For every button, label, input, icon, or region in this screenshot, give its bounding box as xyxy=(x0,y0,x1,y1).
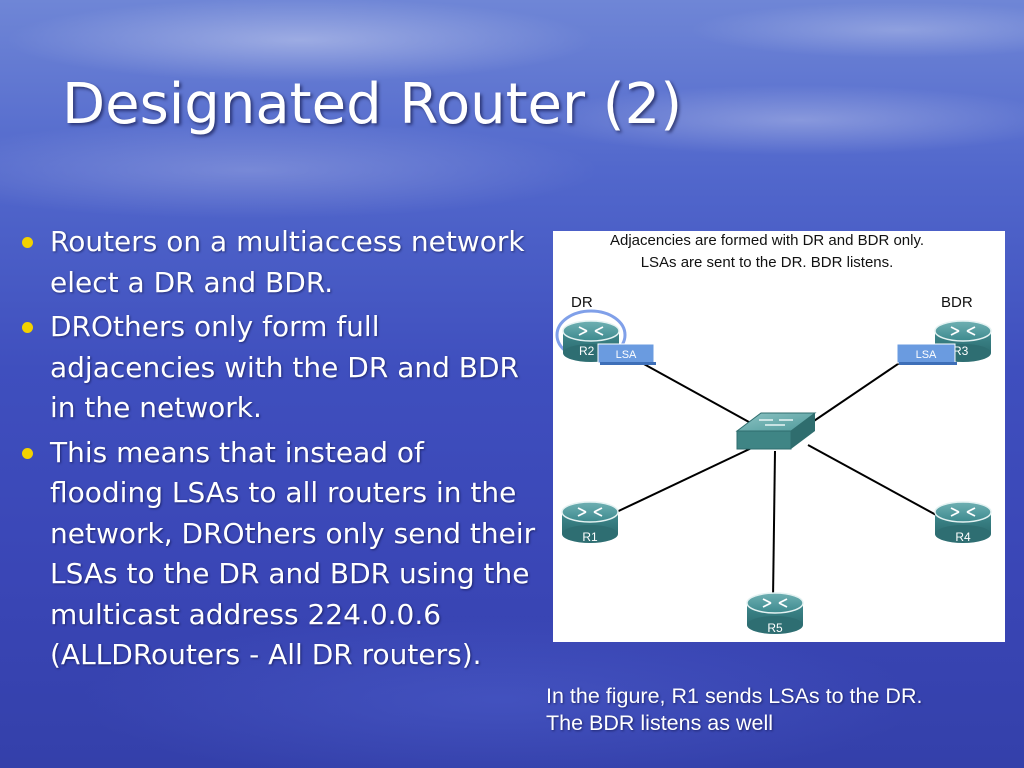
bullet-dot-icon xyxy=(22,322,33,333)
lsa-envelope-icon-right: LSA xyxy=(896,343,957,365)
router-r2-label: R2 xyxy=(579,344,595,358)
bullet-list: Routers on a multiaccess network elect a… xyxy=(18,222,538,680)
figure-caption: In the figure, R1 sends LSAs to the DR. … xyxy=(546,683,1016,737)
router-r4-icon: R4 xyxy=(934,501,992,544)
link-r5-switch xyxy=(772,450,776,600)
bullet-item: Routers on a multiaccess network elect a… xyxy=(18,222,538,303)
bullet-text: DROthers only form full adjacencies with… xyxy=(50,310,519,424)
caption-line: The BDR listens as well xyxy=(546,711,774,735)
router-r5-label: R5 xyxy=(767,621,783,635)
figure-header-line2: LSAs are sent to the DR. BDR listens. xyxy=(641,254,894,271)
bullet-text: Routers on a multiaccess network elect a… xyxy=(50,225,525,299)
bullet-dot-icon xyxy=(22,237,33,248)
bullet-item: This means that instead of flooding LSAs… xyxy=(18,433,538,676)
link-r4-switch xyxy=(807,444,939,517)
slide-title: Designated Router (2) xyxy=(62,72,683,137)
link-r1-switch xyxy=(607,444,759,517)
bullet-text: This means that instead of flooding LSAs… xyxy=(50,435,536,672)
lsa-label-right: LSA xyxy=(916,349,937,361)
lsa-label-left: LSA xyxy=(616,349,637,361)
dr-label: DR xyxy=(571,294,593,311)
router-r3-label: R3 xyxy=(953,344,969,358)
router-r1-label: R1 xyxy=(582,530,598,544)
figure-header-line1: Adjacencies are formed with DR and BDR o… xyxy=(610,232,924,249)
bdr-label: BDR xyxy=(941,294,973,311)
router-r4-label: R4 xyxy=(955,530,971,544)
topology-diagram: Adjacencies are formed with DR and BDR o… xyxy=(555,232,992,635)
router-r5-icon: R5 xyxy=(746,592,804,635)
ospf-topology-figure: Adjacencies are formed with DR and BDR o… xyxy=(553,231,1005,642)
network-links xyxy=(607,346,939,600)
lsa-envelope-icon-left: LSA xyxy=(597,343,656,365)
bullet-dot-icon xyxy=(22,447,33,459)
switch-icon xyxy=(735,412,817,450)
router-r1-icon: R1 xyxy=(561,501,619,544)
caption-line: In the figure, R1 sends LSAs to the DR. xyxy=(546,684,923,708)
bullet-item: DROthers only form full adjacencies with… xyxy=(18,307,538,429)
